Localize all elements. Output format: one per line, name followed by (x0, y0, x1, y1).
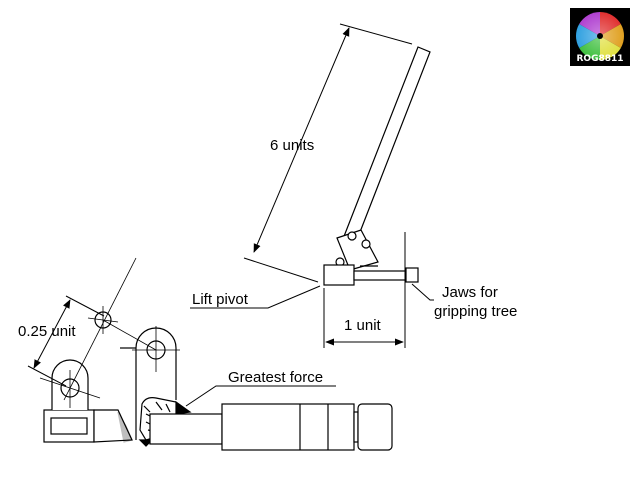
dimension-6-units (243, 23, 413, 283)
base-slot (50, 417, 88, 435)
logo-text: ROG8811 (576, 54, 623, 64)
jaws-leader (411, 283, 434, 301)
label-jaws-line1: Jaws for (442, 284, 498, 301)
greatest-force-leader (185, 385, 336, 407)
dimension-1-unit (323, 232, 406, 348)
center-line (102, 319, 157, 351)
extension-line (339, 23, 413, 45)
extension-line (27, 365, 67, 387)
logo: ROG8811 (570, 8, 630, 66)
lift-pivot-leader (190, 285, 321, 309)
cylinder-body (221, 403, 355, 451)
upper-pivot-hole (94, 311, 112, 329)
jaw-tip (405, 267, 419, 283)
dimension-arrow (253, 27, 350, 253)
lift-pivot-block (323, 264, 355, 286)
jaw-rod (353, 270, 407, 281)
dimension-arrow (33, 299, 71, 369)
pivot-hole (361, 239, 371, 249)
base-wedge (93, 409, 133, 443)
lower-assembly (43, 327, 393, 451)
extension-line (65, 295, 105, 317)
push-bar (149, 413, 223, 445)
label-1-unit: 1 unit (344, 317, 382, 334)
lever-handle (340, 46, 431, 251)
upper-lever-assembly (323, 46, 431, 286)
cylinder-cap (357, 403, 393, 451)
label-6-units: 6 units (270, 137, 314, 154)
label-0-25-unit: 0.25 unit (18, 323, 76, 340)
label-lift-pivot: Lift pivot (192, 291, 249, 308)
label-jaws-line2: gripping tree (434, 303, 517, 320)
extension-line (243, 257, 319, 283)
center-line (63, 257, 137, 401)
center-lines (39, 257, 180, 408)
base-wedge-shadow (117, 411, 133, 443)
color-wheel-logo-icon (575, 11, 625, 61)
force-point (175, 400, 192, 415)
dimension-0-25-unit (27, 295, 105, 387)
pivot-hole (347, 231, 357, 241)
gear-tip (138, 439, 154, 447)
label-greatest-force: Greatest force (228, 369, 323, 386)
